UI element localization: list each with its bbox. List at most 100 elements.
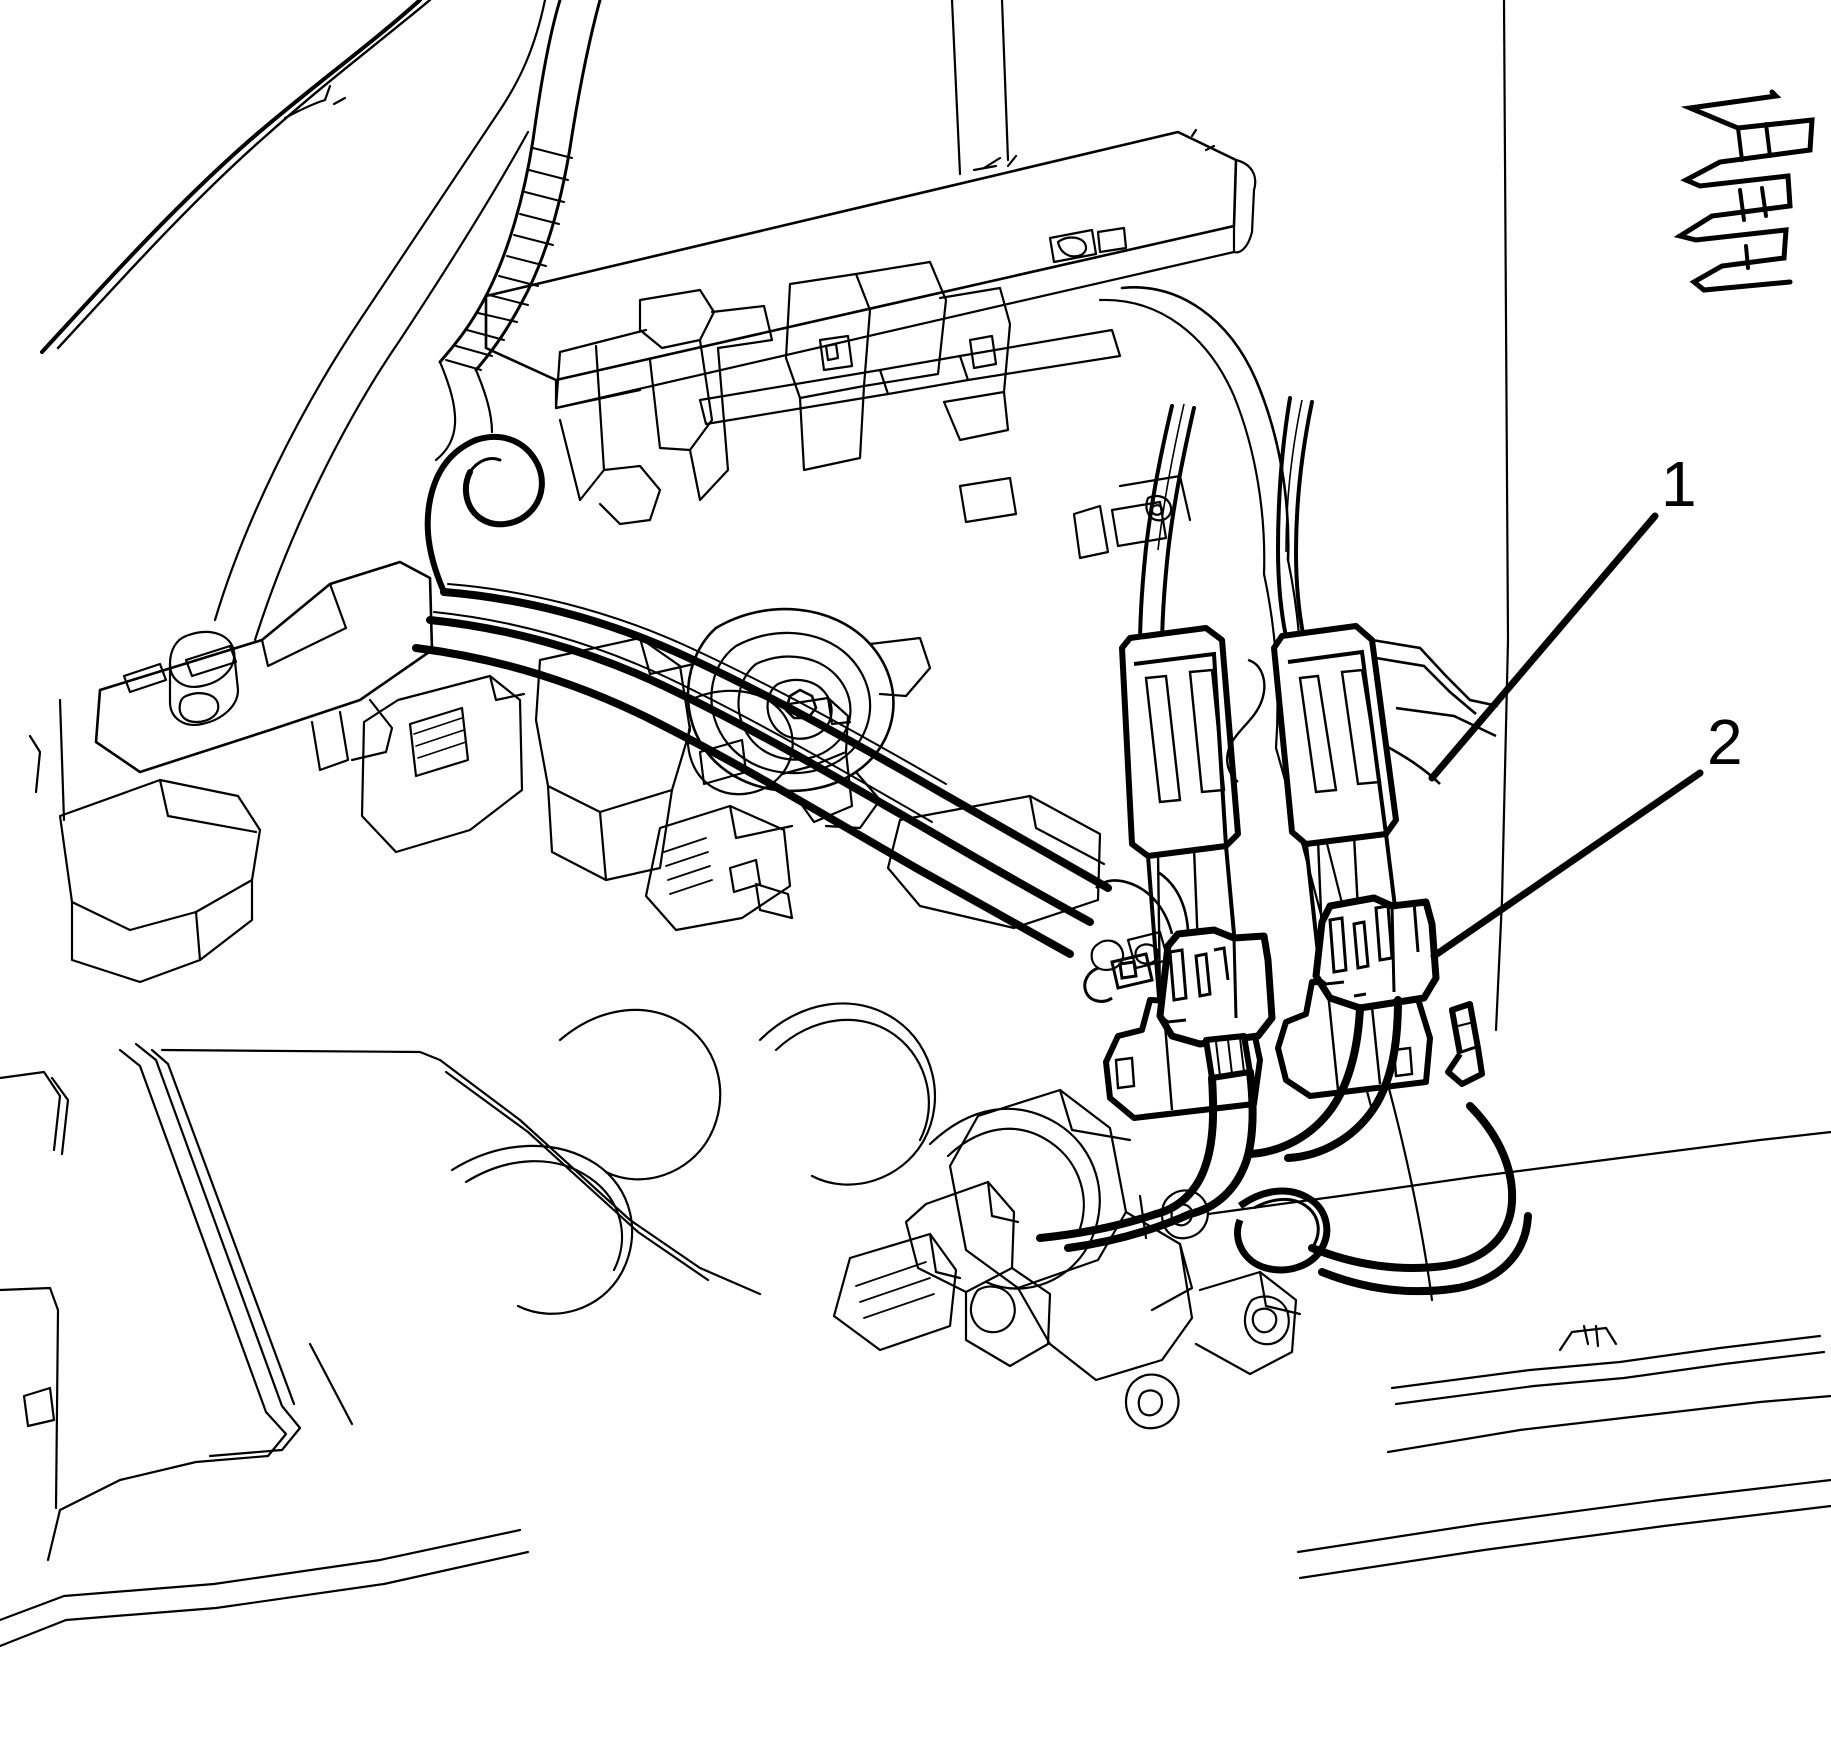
carpet-hump-inner [464,1160,624,1272]
sill-bump [1558,1326,1618,1352]
thin-outline-group [0,0,1831,1648]
connector-upper-left-wires [1138,404,1196,652]
carpet-edge-a [0,1070,62,1152]
sill-lower-right [1390,1334,1822,1390]
seat-cushion-front-fold-2 [253,130,530,642]
bracket-center-fold [638,636,696,676]
connector-block-center-ribs [663,837,713,895]
harness-wire-right-loop [1308,1102,1517,1272]
carpet-ridge-inner-2 [150,1048,296,1406]
rail-bolt-hole-a-inner [1170,1203,1194,1227]
floor-pad-left-crease [194,910,202,962]
carpet-clip [22,1386,56,1428]
carpet-ridge-inner [134,1042,302,1458]
connector-upper-right-wires [1275,396,1314,650]
rail-bracket-hole [1243,1295,1290,1346]
crossbar-upper-far-right [958,328,1122,382]
latch-arm-fold [826,696,852,726]
harness-highlight-1 [447,583,947,785]
conduit-right-edge [474,0,602,372]
retainer-loop-between [1226,658,1266,783]
right-module-port [968,334,998,370]
floor-right-edge-2 [1296,1478,1831,1554]
leader-line-2 [1430,769,1704,960]
floor-right-edge [1386,1394,1831,1454]
carpet-crease [308,1342,354,1426]
sill-lower-right-2 [1394,1350,1826,1406]
connector-block-latch [728,858,762,894]
rail-lower-left-block-fold [928,1232,962,1280]
harness-branch-up [424,437,479,595]
center-module-port-slot [824,342,840,362]
trim-zigzag-legs [1736,122,1772,270]
carpet-edge-a-inner [50,1076,70,1156]
floor-panel-bracket-hole [1134,943,1160,965]
floor-panel-right-fold [1028,794,1106,866]
connector-pair-lower [1036,870,1532,1296]
harness-wire-right-loop-2 [1318,1212,1532,1296]
sill-clip-tab [1096,226,1128,254]
rail-left-block-fold [986,1180,1020,1224]
console-upright [558,344,606,502]
bracket-center-lower [598,788,674,882]
boss-mid-ring [710,631,872,775]
rail-slats [855,1261,935,1319]
thin-branch-wire [1095,879,1174,935]
console-lower-rail [554,328,648,410]
connector-block-center-fold [728,804,794,840]
boss-body [168,650,240,726]
leader-line-1 [1428,512,1659,782]
center-module-right [854,260,948,388]
center-module-side [798,384,866,472]
bracket-hole [1145,494,1173,522]
sill-plate-corner-detail [1190,128,1216,152]
callout-number-1: 1 [1661,448,1697,520]
connector-block-tab [754,882,794,920]
floor-pad-left-body [70,878,254,984]
track-housing-vent-slats [413,717,467,759]
rail-bracket-right-fold [1258,1270,1302,1316]
harness-highlight-2 [433,611,933,823]
rail-body-lower-fold [1150,1242,1194,1312]
rail-bracket-right [1194,1270,1298,1376]
connector-upper-right-wire-center [1285,399,1303,553]
crossbar-upper-right [878,354,970,396]
connector-upper-left-wire-center [1157,403,1185,551]
connector-lower-left-pigtail-2 [1186,1068,1257,1218]
boss-shelf-bottom [824,770,882,830]
star-bolt-head [784,688,818,720]
rail-body-main-fold [1058,1088,1132,1142]
connector-lower-left-body [1156,926,1276,1048]
carpet-lower-fold [46,1460,198,1562]
boss-inner-ring [737,655,852,761]
harness-tie-strap-line [1457,1021,1475,1027]
rail-front-loop [928,1107,1101,1290]
conduit-ribs [445,147,573,371]
floor-right-seam [1206,1130,1831,1216]
carpet-diagonal-seam [438,1058,762,1296]
sill-bump-detail [1582,1324,1600,1348]
right-module-bottom [942,390,1010,442]
floor-bottom-edge [0,1528,522,1622]
rail-bolt-hole-a [1160,1189,1209,1240]
carpet-left-panel [0,1286,60,1510]
rail-bolt-hole-b [1124,1373,1180,1430]
conduit-end-cap-2 [474,368,494,434]
pillar-post-left [950,0,1010,176]
sill-clip-body [1048,228,1098,264]
floor-bottom-edge-2 [0,1550,530,1648]
pillar-post-bridge [972,164,998,172]
callout-leaders [1428,512,1704,960]
conduit-end-cap [434,360,457,462]
connector-lower-left-boot-ribs [1215,1037,1245,1077]
floor-pad-left-fold [158,778,258,834]
bracket-tab-c [1072,504,1110,560]
console-panel-d [688,346,730,502]
console-mid-box [598,464,662,526]
floor-bracket-plate-fold [260,582,348,668]
carpet-hump [450,1144,634,1315]
connector-block-center [644,804,792,932]
tunnel-hump-edge [1120,286,1290,562]
